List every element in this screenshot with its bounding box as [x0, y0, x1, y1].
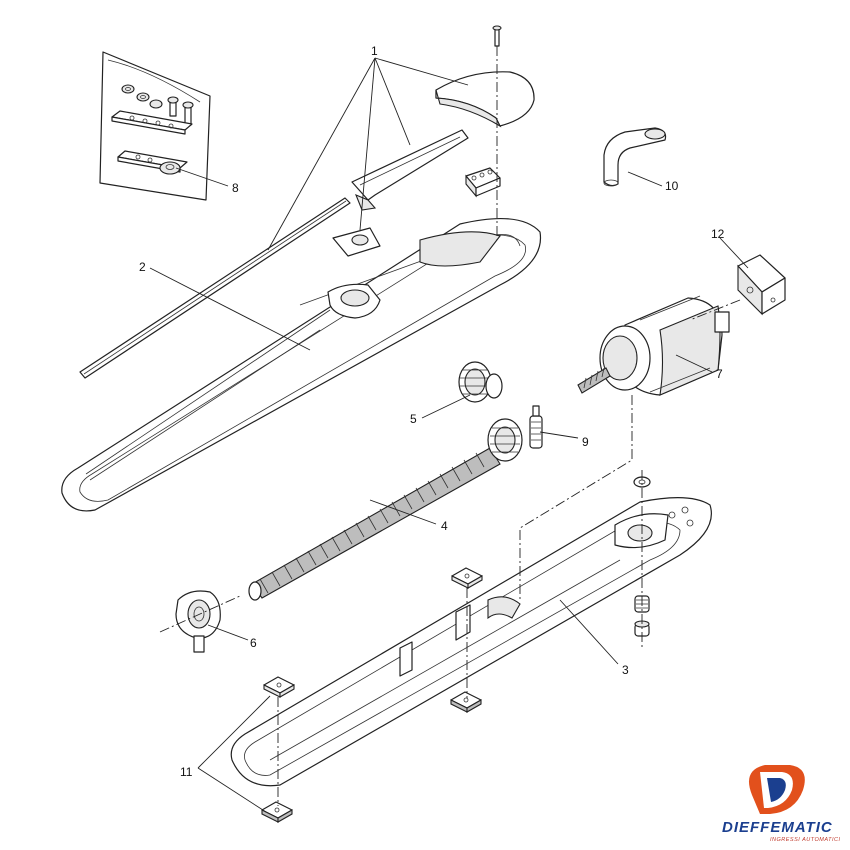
- part-9-pin: [529, 405, 543, 449]
- callout-7: 7: [716, 367, 723, 381]
- callout-12: 12: [711, 227, 725, 241]
- part-7-gear-motor: [577, 295, 730, 396]
- callout-9: 9: [582, 435, 589, 449]
- part-12-switch-box: [737, 254, 786, 316]
- callout-3: 3: [622, 663, 629, 677]
- logo-emblem-icon: [748, 765, 805, 814]
- part-11-pads: [261, 567, 483, 823]
- terminal-block: [465, 167, 501, 198]
- pad-c: [450, 691, 482, 713]
- brand-tagline: INGRESSI AUTOMATICI: [770, 837, 841, 843]
- leader-lines: [149, 57, 749, 813]
- callout-8: 8: [232, 181, 239, 195]
- brand-name: DIEFFEMATIC: [722, 819, 833, 836]
- mid-cover: [351, 129, 469, 201]
- assembly-lines: [159, 46, 741, 806]
- callout-1: 1: [371, 44, 378, 58]
- part-5-gear: [458, 361, 503, 403]
- callout-labels: 1 2 3 4 5 6 7 8 9 10 11 12: [139, 44, 725, 779]
- callout-5: 5: [410, 412, 417, 426]
- callout-11: 11: [180, 765, 193, 779]
- callout-6: 6: [250, 636, 257, 650]
- part-1-covers: [79, 25, 535, 379]
- part-2-upper-housing: [61, 217, 542, 512]
- callout-4: 4: [441, 519, 448, 533]
- part-10-release-key: [603, 127, 667, 187]
- brand-logo: DIEFFEMATIC INGRESSI AUTOMATICI: [722, 765, 841, 843]
- pad-d: [261, 801, 293, 823]
- part-3-lower-housing: [230, 497, 712, 787]
- pad-a: [451, 567, 483, 589]
- part-4-leadscrew: [248, 418, 523, 601]
- part-8-mounting-kit: [99, 51, 211, 201]
- callout-10: 10: [665, 179, 679, 193]
- fasteners-base: [633, 476, 651, 637]
- pad-b: [263, 676, 295, 698]
- callout-2: 2: [139, 260, 146, 274]
